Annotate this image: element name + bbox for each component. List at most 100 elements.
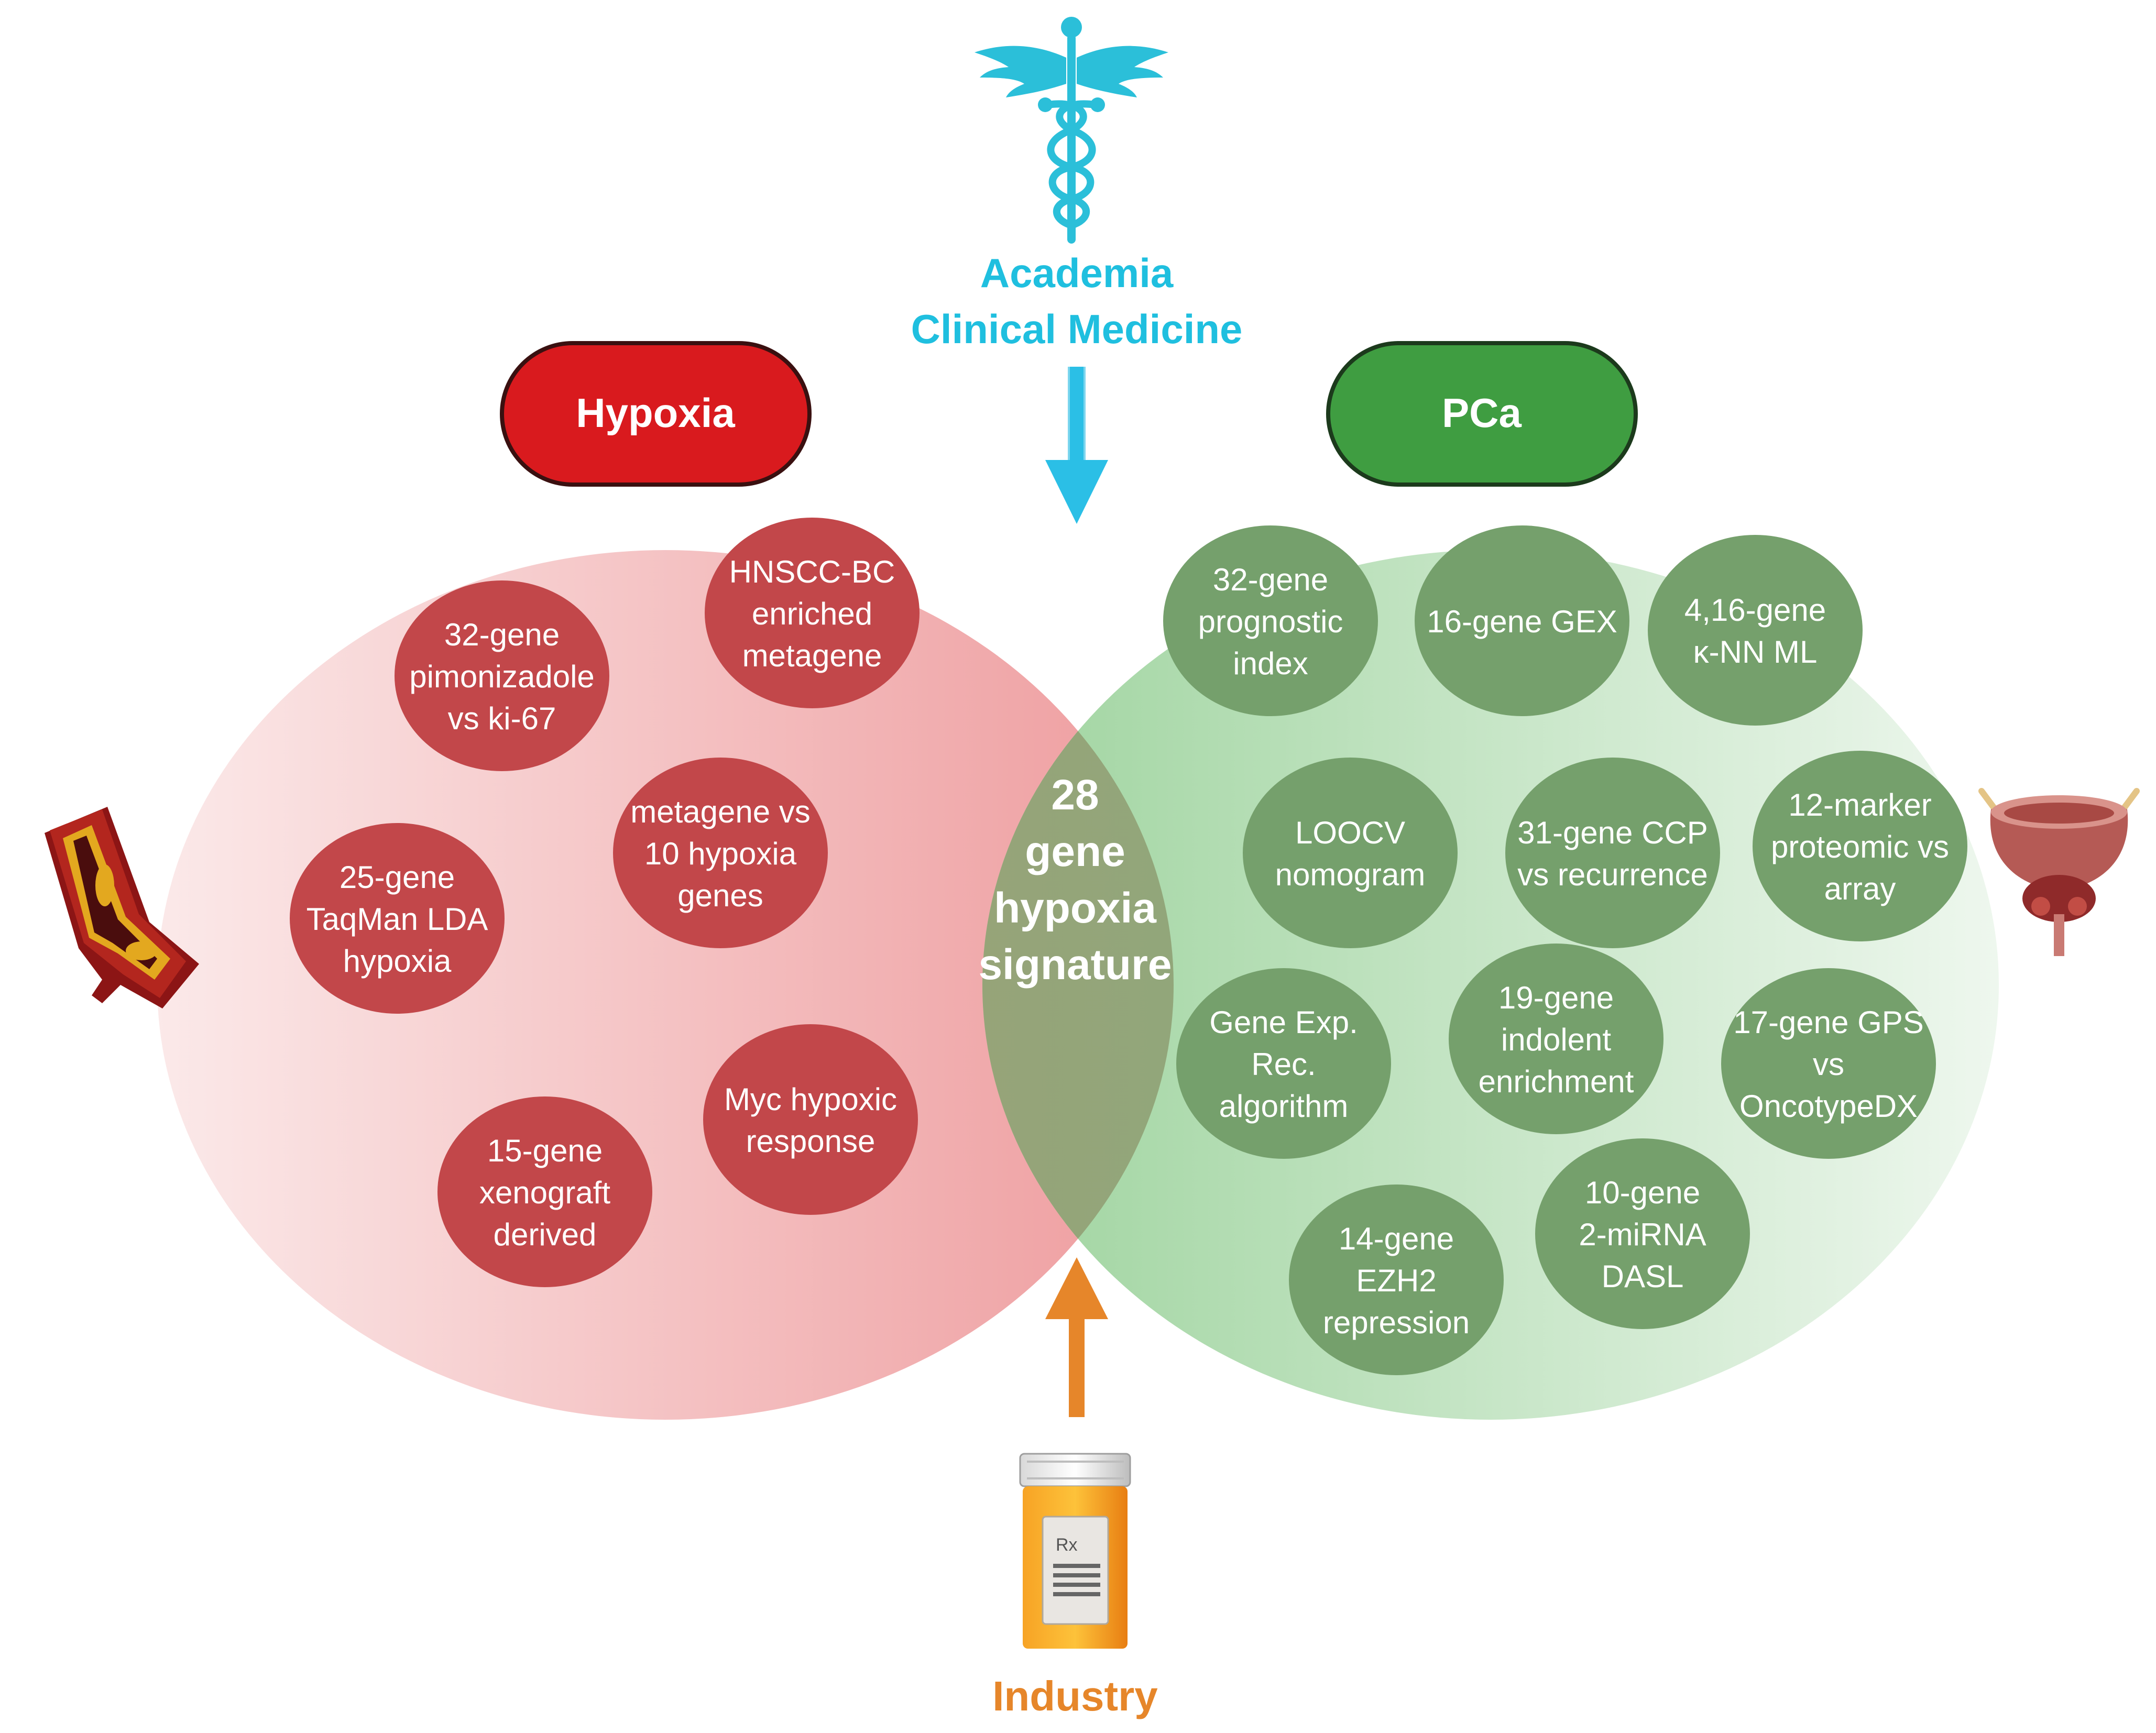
bubble-label-line: array [1824, 871, 1896, 906]
center-label-line: hypoxia [994, 884, 1157, 932]
bubble-label-line: EZH2 [1356, 1263, 1436, 1298]
bubble-shape [1415, 525, 1629, 716]
bubble-label-line: 10-gene [1585, 1175, 1700, 1210]
bubble-shape [290, 823, 505, 1014]
bubble-shape [1648, 535, 1863, 726]
hypoxia-signature-bubble: HNSCC-BC enriched metagene [705, 518, 920, 708]
bubble-label-line: prognostic [1198, 604, 1343, 639]
bubble-label-line: 16-gene GEX [1427, 604, 1617, 639]
hypoxia-signature-bubble: metagene vs 10 hypoxia genes [613, 758, 828, 948]
bubble-label-line: 19-gene [1498, 980, 1614, 1015]
bubble-label-line: 12-marker [1788, 787, 1931, 822]
bubble-label-line: DASL [1602, 1259, 1684, 1294]
bubble-label-line: derived [494, 1217, 597, 1252]
bubble-label-line: pimonizadole [409, 659, 595, 694]
bubble-label-line: hypoxia [343, 944, 452, 979]
bubble-label-line: Myc hypoxic [724, 1082, 897, 1117]
bubble-label-line: 31-gene CCP [1517, 815, 1708, 850]
pca-signatures: 32-gene prognostic index 16-gene GEX 4,16-ge… [1163, 525, 1967, 1375]
bubble-shape [705, 518, 920, 708]
pca-signature-bubble: LOOCV nomogram [1243, 758, 1458, 948]
bubble-shape [703, 1024, 918, 1215]
bubble-label-line: 25-gene [340, 860, 455, 895]
hypoxia-signature-bubble: 32-gene pimonizadole vs ki-67 [395, 580, 609, 771]
pca-label: PCa [1442, 390, 1522, 436]
blood-vessel-icon [45, 807, 199, 1008]
center-label-line: 28 [1051, 771, 1099, 819]
up-arrow-icon [1045, 1257, 1108, 1417]
pca-pill: PCa [1326, 341, 1638, 487]
bubble-shape [1176, 968, 1391, 1159]
hypoxia-signatures: 32-gene pimonizadole vs ki-67 HNSCC-BC enric… [290, 518, 920, 1287]
bubble-label-line: 2-miRNA [1579, 1217, 1706, 1252]
down-arrow-icon [1045, 367, 1108, 524]
bubble-shape [395, 580, 609, 771]
bubble-label-line: TaqMan LDA [307, 902, 488, 937]
bubble-shape [1753, 751, 1967, 941]
hypoxia-signature-bubble: Myc hypoxic response [703, 1024, 918, 1215]
bubble-shape [1289, 1184, 1504, 1375]
bubble-label-line: 15-gene [487, 1133, 603, 1168]
bladder-prostate-icon [1978, 788, 2140, 956]
center-label-line: signature [978, 941, 1172, 989]
bubble-label-line: response [746, 1124, 875, 1159]
bubble-label-line: 10 hypoxia [644, 836, 797, 871]
pca-signature-bubble: 10-gene 2-miRNA DASL [1535, 1138, 1750, 1329]
bubble-shape [1535, 1138, 1750, 1329]
bubble-label-line: metagene vs [630, 794, 811, 829]
bubble-label-line: Rec. [1251, 1047, 1316, 1082]
bubble-label-line: 4,16-gene [1684, 593, 1826, 628]
bubble-label-line: enrichment [1479, 1064, 1634, 1099]
bubble-label-line: nomogram [1275, 857, 1426, 892]
bubble-label-line: 32-gene [444, 617, 560, 652]
bubble-shape [1449, 944, 1663, 1134]
bubble-label-line: repression [1323, 1305, 1470, 1340]
bubble-label-line: LOOCV [1295, 815, 1405, 850]
bubble-label-line: vs ki-67 [448, 701, 556, 736]
academia-label: Academia [980, 250, 1174, 296]
hypoxia-signature-bubble: 15-gene xenograft derived [437, 1096, 652, 1287]
bubble-label-line: Gene Exp. [1209, 1005, 1358, 1040]
pca-signature-bubble: 32-gene prognostic index [1163, 525, 1378, 716]
industry-label: Industry [992, 1673, 1158, 1719]
pca-signature-bubble: 4,16-gene κ-NN ML [1648, 535, 1863, 726]
bubble-shape [1505, 758, 1720, 948]
bubble-label-line: metagene [742, 638, 882, 673]
bubble-shape [1243, 758, 1458, 948]
bubble-label-line: HNSCC-BC [729, 554, 895, 589]
bubble-label-line: 32-gene [1213, 562, 1328, 597]
bubble-label-line: 17-gene GPS [1733, 1005, 1924, 1040]
pca-signature-bubble: 16-gene GEX [1415, 525, 1629, 716]
pca-signature-bubble: Gene Exp. Rec. algorithm [1176, 968, 1391, 1159]
caduceus-icon [975, 17, 1168, 244]
hypoxia-pill: Hypoxia [500, 341, 812, 487]
bubble-label-line: genes [677, 878, 763, 913]
bubble-label-line: κ-NN ML [1693, 634, 1818, 670]
bubble-shape [437, 1096, 652, 1287]
center-label-line: gene [1025, 828, 1125, 875]
center-label: 28 gene hypoxia signature [978, 771, 1172, 989]
bubble-label-line: index [1233, 646, 1308, 681]
pca-signature-bubble: 31-gene CCP vs recurrence [1505, 758, 1720, 948]
bubble-label-line: 14-gene [1339, 1221, 1454, 1256]
hypoxia-circle [157, 550, 1174, 1420]
bubble-label-line: enriched [752, 596, 872, 631]
bubble-shape [1721, 968, 1936, 1159]
bubble-label-line: vs [1813, 1047, 1844, 1082]
pill-bottle-icon: Rx [1019, 1453, 1131, 1649]
hypoxia-label: Hypoxia [576, 390, 735, 436]
bubble-label-line: OncotypeDX [1739, 1089, 1918, 1124]
rx-label: Rx [1056, 1535, 1078, 1555]
bubble-label-line: vs recurrence [1517, 857, 1708, 892]
bubble-label-line: algorithm [1219, 1089, 1349, 1124]
bubble-label-line: xenograft [479, 1175, 610, 1210]
bubble-shape [613, 758, 828, 948]
clinical-medicine-label: Clinical Medicine [911, 306, 1243, 352]
bubble-shape [1163, 525, 1378, 716]
